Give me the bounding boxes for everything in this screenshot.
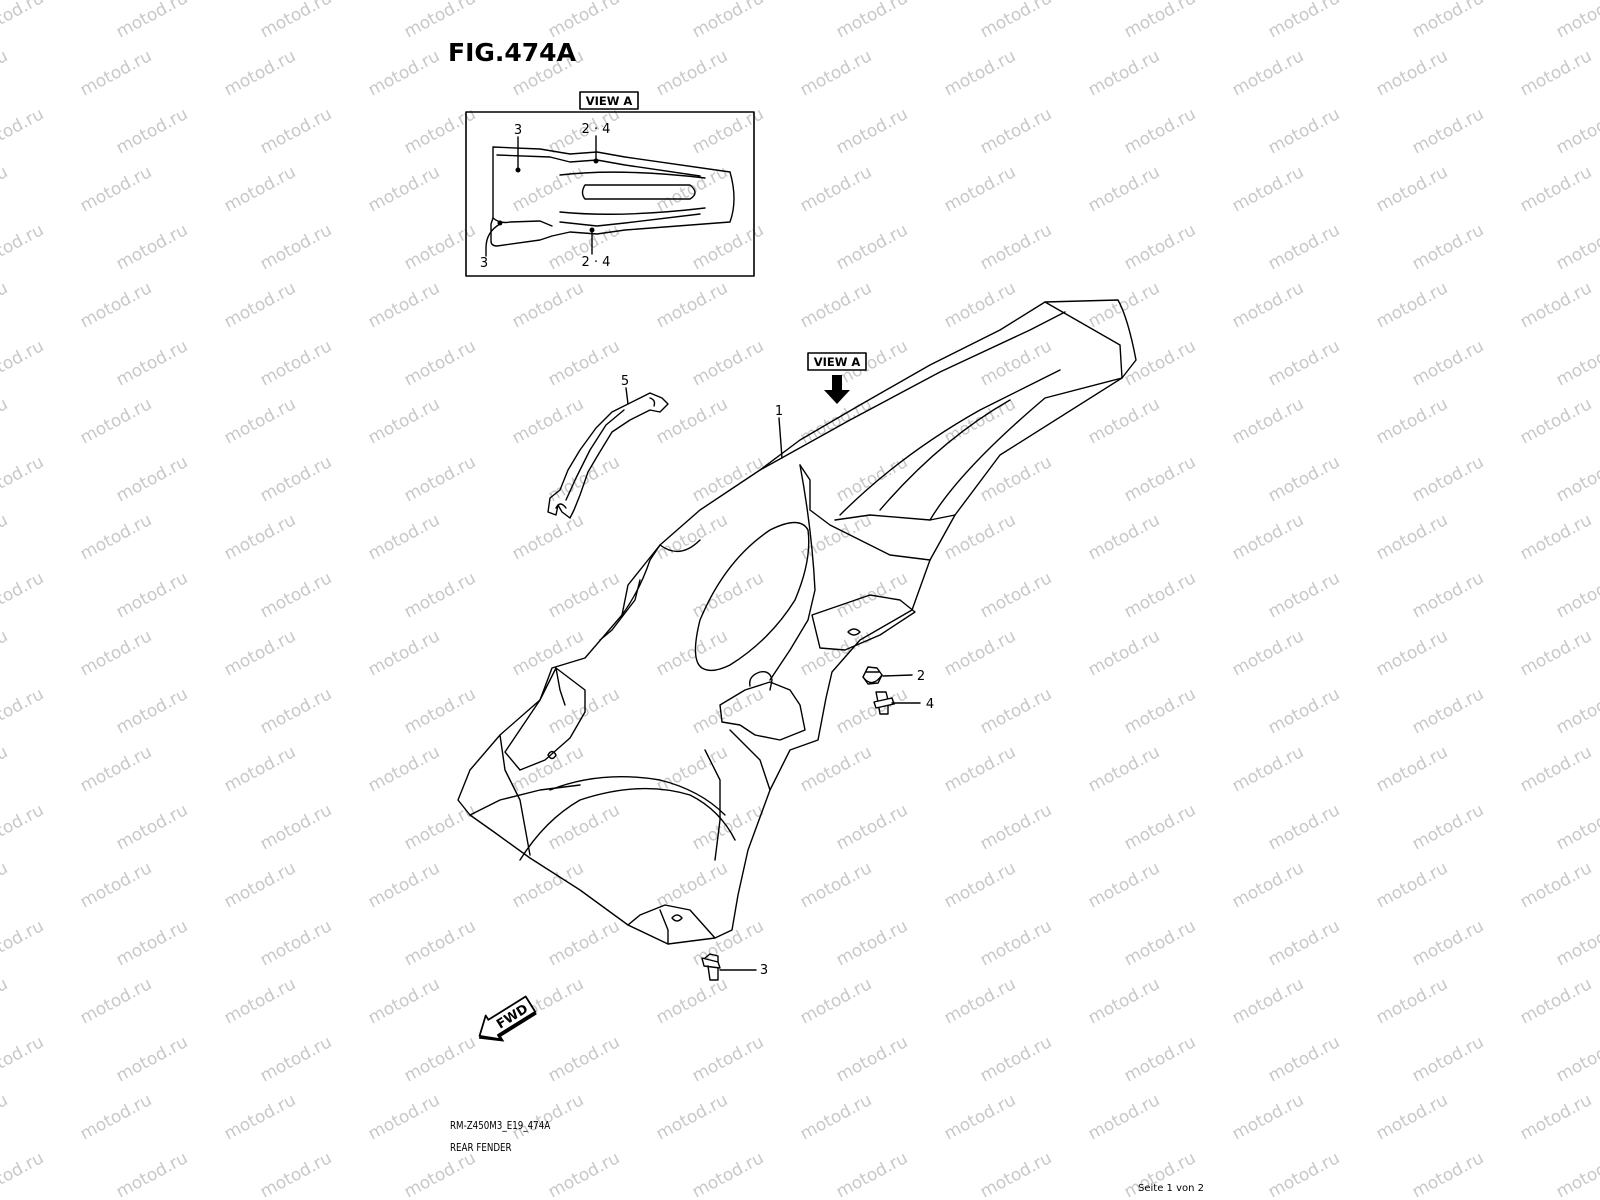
callout-part-5: 5 xyxy=(621,374,629,389)
rear-fender-wheel-arch xyxy=(519,787,736,861)
figure-part-name: REAR FENDER xyxy=(450,1141,512,1154)
rear-fender-rib-3 xyxy=(839,369,1061,516)
rear-fender-inner-wall-2 xyxy=(704,749,721,861)
rear-fender-bracket-left xyxy=(504,667,586,771)
rear-fender-side-inner xyxy=(769,464,816,681)
view-a-fender-inner-top xyxy=(496,154,701,177)
rear-fender-inner-wall xyxy=(729,729,771,791)
callout-part-1: 1 xyxy=(775,404,783,419)
rear-fender-lower-edge xyxy=(469,784,581,816)
bracket-slot xyxy=(649,397,656,407)
rear-fender-top-inner-line xyxy=(759,311,1066,471)
rear-fender-rib-1 xyxy=(929,377,1123,521)
leader-part-1 xyxy=(778,417,783,459)
view-a-direction-marker: VIEW A xyxy=(807,352,867,404)
figure-title: FIG.474A xyxy=(448,38,576,67)
rear-fender-front-tip-inner xyxy=(659,909,669,945)
bracket-outline xyxy=(547,392,669,519)
view-a-arrow xyxy=(824,375,850,404)
forward-direction-arrow: FWD xyxy=(478,995,537,1042)
nut-body xyxy=(862,666,883,685)
view-a-inset: VIEW A 3 2 · 4 3 2 · 4 xyxy=(465,91,755,277)
view-a-bolt-top xyxy=(593,158,599,164)
screw-part-3 xyxy=(701,953,721,981)
rear-fender-mount-upper xyxy=(811,594,916,651)
bracket-inner-line xyxy=(565,409,625,501)
callout-part-2: 2 xyxy=(917,669,925,684)
rear-fender-mount-lower xyxy=(719,681,806,741)
view-a-bolt-bottom xyxy=(589,227,595,233)
rear-fender-bracket-hole xyxy=(547,750,557,760)
view-a-callout-3-bottom: 3 xyxy=(480,256,488,271)
view-a-rear-flap xyxy=(492,217,553,227)
screw-head xyxy=(701,957,721,969)
view-a-callout-24-bottom: 2 · 4 xyxy=(582,255,611,270)
view-a-label-box xyxy=(579,91,639,110)
rear-fender-rib-2 xyxy=(879,399,1011,511)
view-a-ridge-right xyxy=(559,207,706,215)
nut-part-2 xyxy=(862,666,883,685)
rear-fender-side-rail xyxy=(621,539,701,616)
leader-part-5 xyxy=(625,387,629,405)
view-a-marker-label: VIEW A xyxy=(814,355,861,369)
rear-fender-window xyxy=(694,521,810,672)
rear-fender-part-1 xyxy=(457,299,1137,945)
view-a-callout-3-top: 3 xyxy=(514,123,522,138)
screw-top xyxy=(704,953,719,963)
bolt-part-4 xyxy=(873,691,895,715)
page-indicator: Seite 1 von 2 xyxy=(1138,1183,1204,1194)
view-a-leader-3-bottom xyxy=(485,223,501,257)
leader-part-2 xyxy=(882,674,913,677)
view-a-callout-24-top: 2 · 4 xyxy=(582,122,611,137)
rear-fender-front-tip xyxy=(627,904,716,939)
bracket-fork xyxy=(555,503,567,509)
view-a-screw-top xyxy=(515,167,521,173)
callout-part-4: 4 xyxy=(926,697,934,712)
nut-flange xyxy=(862,674,883,684)
rear-fender-mount-hole xyxy=(847,628,861,636)
view-a-fender-outline xyxy=(490,146,735,247)
rear-fender-outline xyxy=(457,299,1137,945)
rear-fender-wheel-arch-inner xyxy=(549,775,726,816)
rear-fender-mount-boss xyxy=(749,670,773,691)
bracket-part-5 xyxy=(547,392,669,519)
figure-code: RM-Z450M3_E19_474A xyxy=(450,1119,551,1132)
rear-fender-lower-inner xyxy=(499,734,531,856)
bolt-washer xyxy=(873,697,895,709)
view-a-ridge-left xyxy=(559,171,706,179)
rear-fender-side-rail-2 xyxy=(599,579,641,641)
rear-fender-bracket-edge xyxy=(555,667,566,706)
screw-shank xyxy=(707,965,719,981)
view-a-fender-inner-bottom xyxy=(559,213,701,227)
callout-part-3: 3 xyxy=(760,963,768,978)
view-a-fender-slot xyxy=(581,184,696,200)
view-a-frame xyxy=(465,111,755,277)
rear-fender-rib-4 xyxy=(834,514,956,521)
view-a-marker-box xyxy=(807,352,867,371)
rear-fender-top-ridge xyxy=(1044,301,1123,379)
fwd-arrow-shape xyxy=(478,995,537,1041)
fwd-arrow-shadow xyxy=(478,1011,537,1042)
rear-fender-side-panel xyxy=(799,464,931,561)
rear-fender-front-bolt-hole xyxy=(671,914,683,922)
view-a-label: VIEW A xyxy=(586,94,633,108)
